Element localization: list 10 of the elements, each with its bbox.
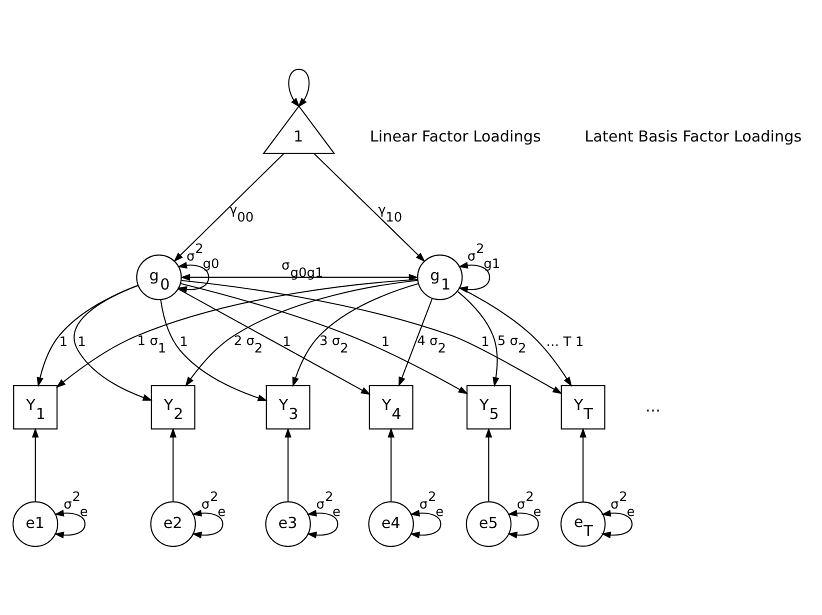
label: Linear Factor Loadings [370, 127, 541, 146]
label: … [645, 396, 661, 415]
edge-label: 1 [481, 334, 490, 350]
edge-label: 1 [381, 334, 390, 350]
edge-label: 1 [78, 334, 86, 350]
edge-label: 1 [59, 334, 68, 350]
edge-label: 1 [282, 334, 291, 350]
label: Latent Basis Factor Loadings [584, 127, 802, 146]
edge-label: 1 [180, 334, 188, 350]
edge-label: … T 1 [546, 334, 584, 350]
